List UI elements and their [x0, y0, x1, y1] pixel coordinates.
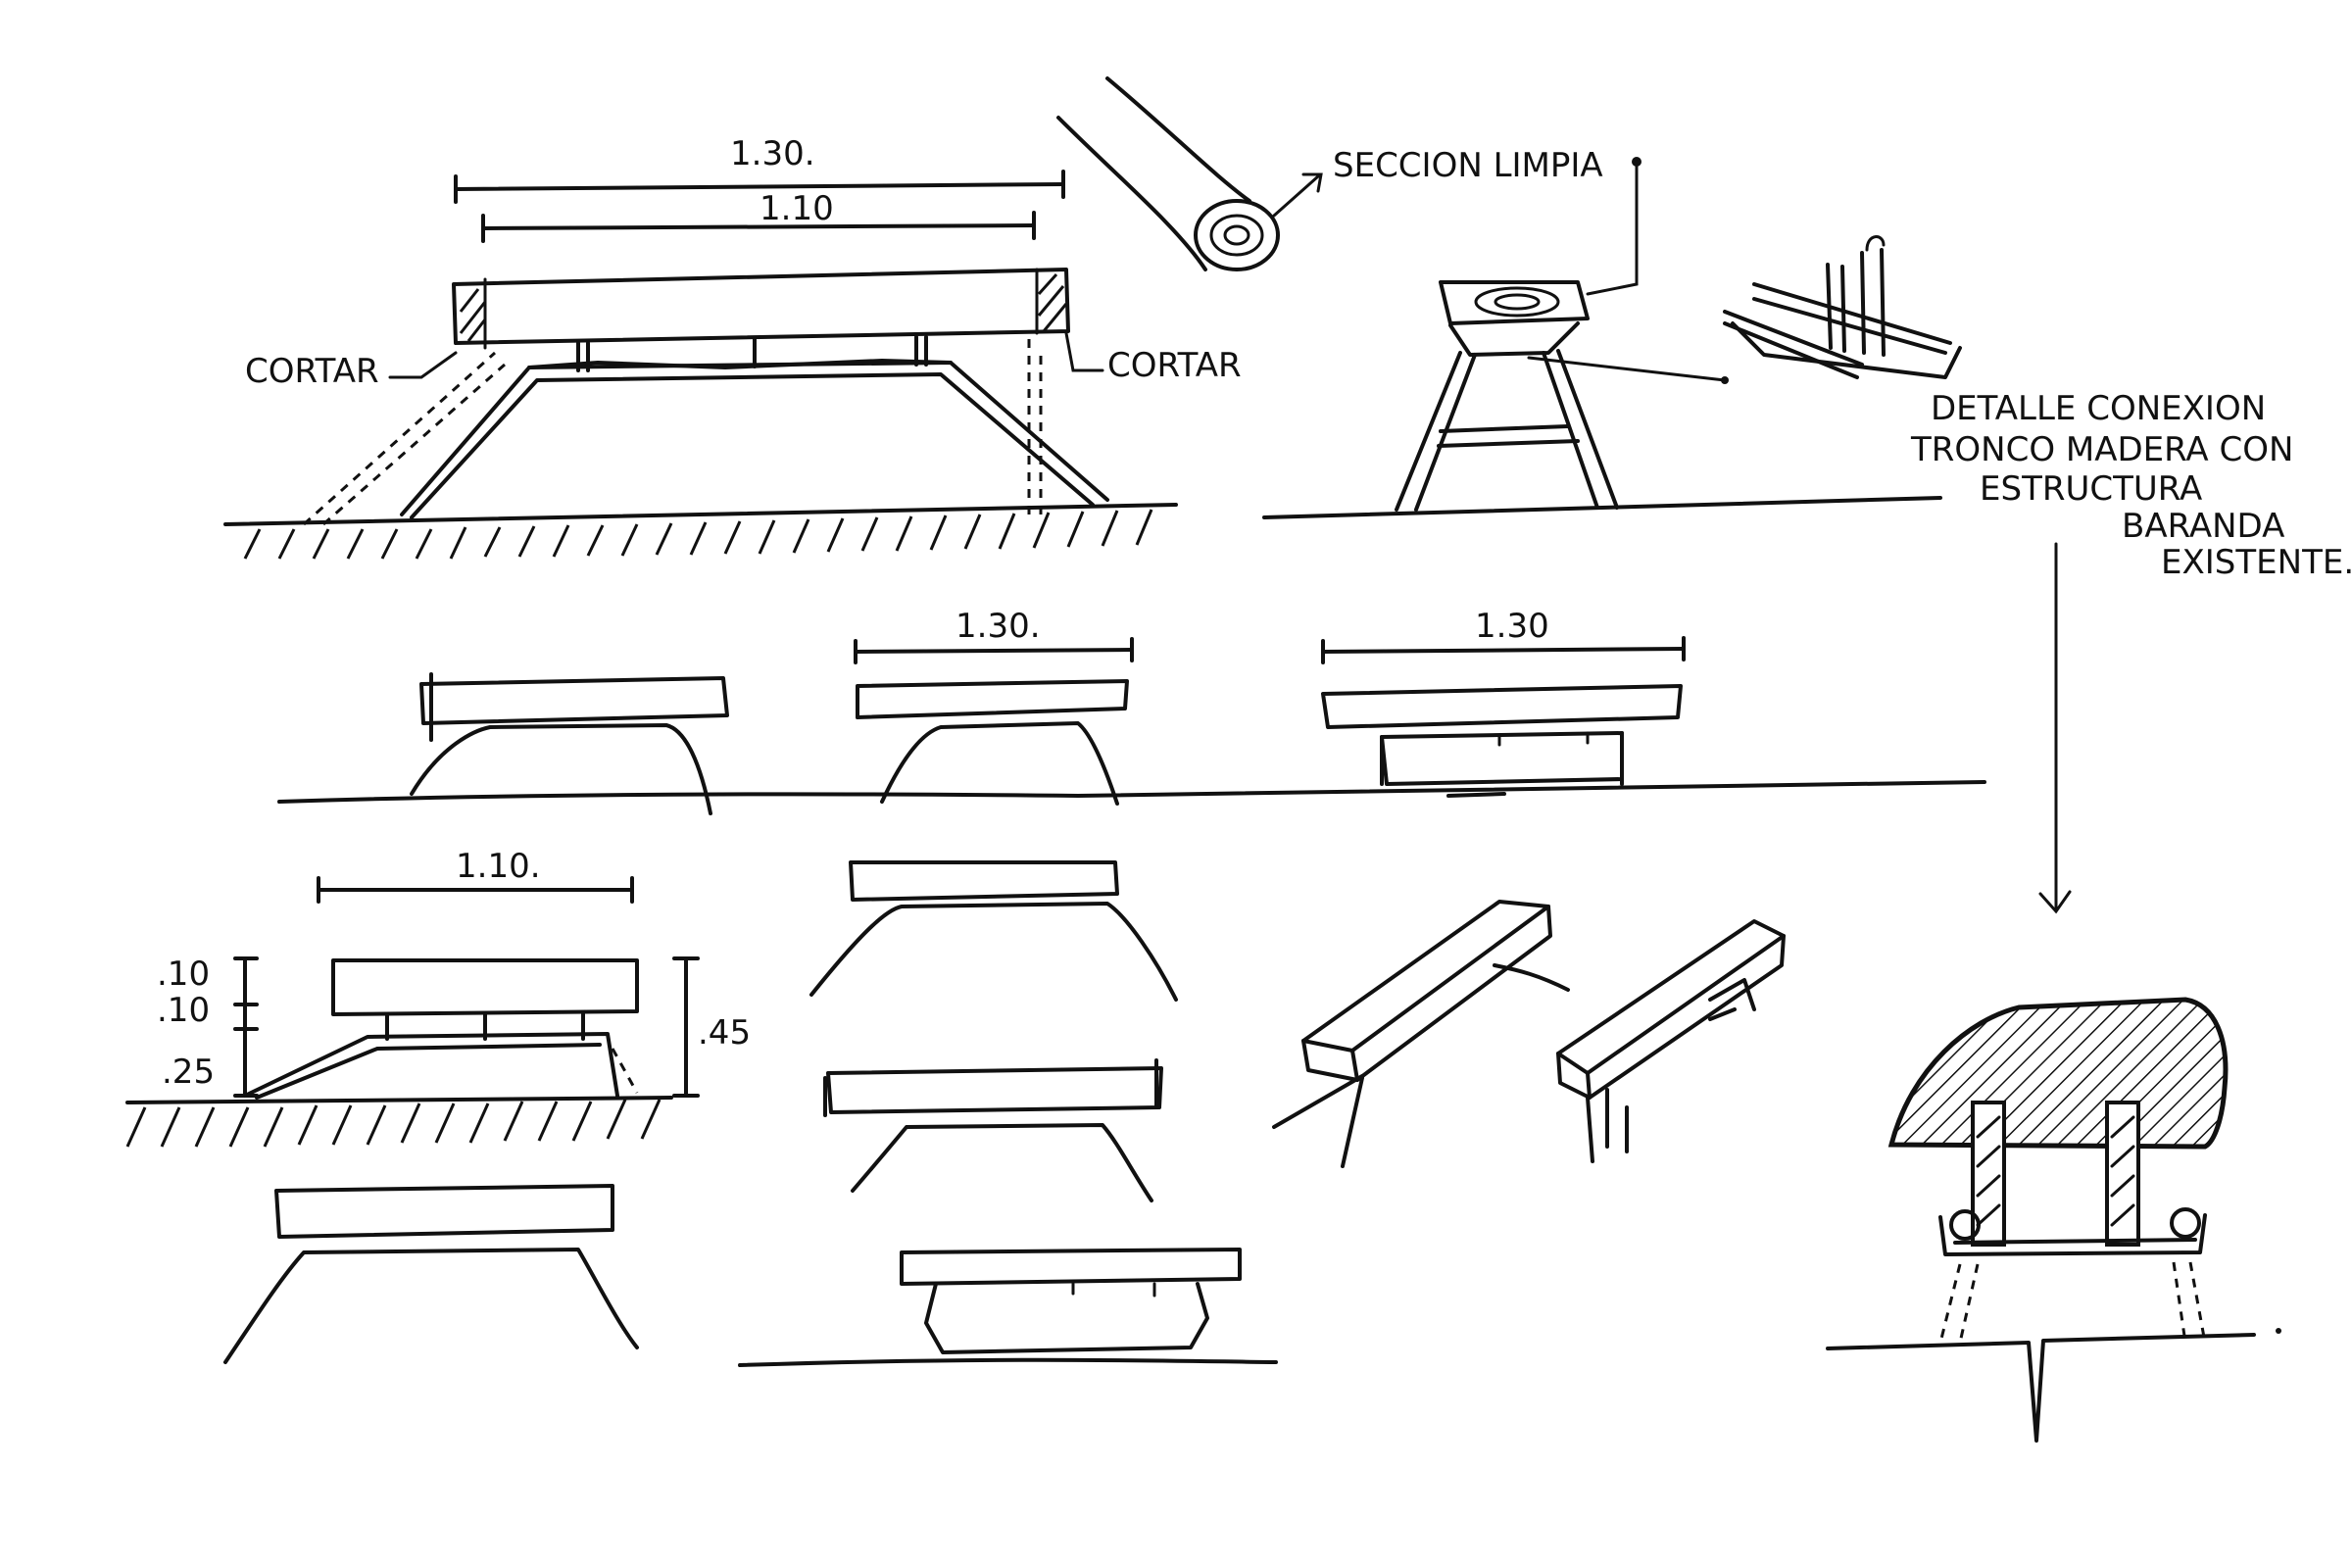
dim-top-outer: 1.30.: [730, 134, 815, 173]
detail-text-2: TRONCO MADERA CON: [1910, 430, 2293, 469]
dim-row2-c: 1.30: [1475, 607, 1549, 646]
dim-h1: .10: [157, 955, 210, 994]
dim-top-inner: 1.10: [760, 189, 834, 228]
row3-dimensioned-section: 1.10. .10 .10 .25 .45: [125, 847, 751, 1148]
dim-row3-width: 1.10.: [456, 847, 541, 886]
row3-variants: [223, 860, 1278, 1367]
detail-text-3: ESTRUCTURA: [1980, 469, 2202, 509]
detail-text-4: BARANDA: [2122, 507, 2284, 546]
dim-h2: .10: [157, 991, 210, 1030]
connection-detail-3d: DETALLE CONEXION TRONCO MADERA CON ESTRU…: [1723, 235, 2352, 914]
log-section-sketch: SECCION LIMPIA: [1056, 76, 1642, 296]
bench-perspectives: [1272, 900, 1786, 1168]
cut-label-right: CORTAR: [1107, 346, 1242, 385]
dim-total: .45: [698, 1013, 751, 1053]
dim-row2-b: 1.30.: [956, 607, 1041, 646]
dim-h3: .25: [162, 1053, 215, 1092]
row2-variants: 1.30. 1.30: [277, 607, 1986, 815]
detail-text-5: EXISTENTE.: [2161, 543, 2352, 582]
stool-side-view: [1262, 280, 1942, 519]
detail-text-1: DETALLE CONEXION: [1931, 389, 2266, 428]
connection-section-detail: [1826, 997, 2281, 1443]
main-bench-elevation: 1.30. 1.10: [223, 134, 1242, 560]
cut-label-left: CORTAR: [245, 352, 379, 391]
section-note: SECCION LIMPIA: [1333, 146, 1603, 185]
